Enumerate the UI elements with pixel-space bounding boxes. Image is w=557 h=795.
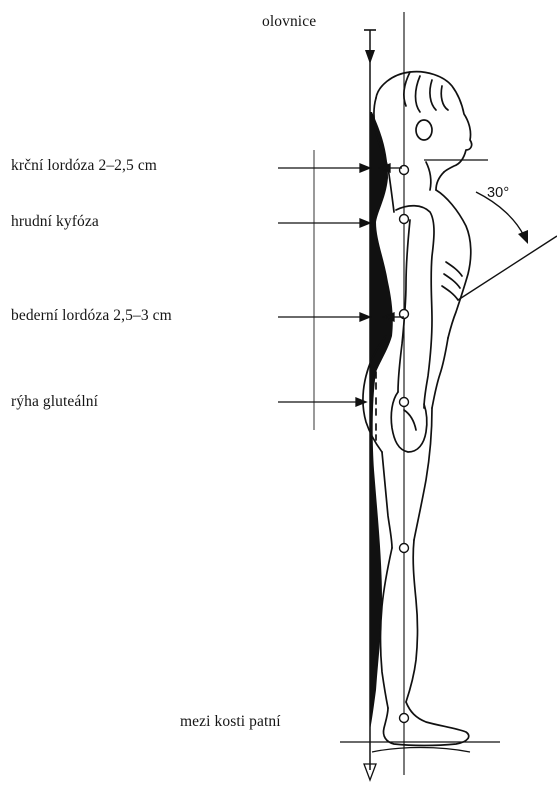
between-heels-label: mezi kosti patní <box>180 713 281 731</box>
angle-arrow-icon <box>518 230 528 244</box>
thoracic-kyphosis-label: hrudní kyfóza <box>11 213 99 231</box>
spine-curve-shading <box>370 112 393 730</box>
marker-hip <box>400 398 409 407</box>
marker-knee <box>400 544 409 553</box>
cervical-lordosis-label: krční lordóza 2–2,5 cm <box>11 157 157 175</box>
marker-ankle <box>400 714 409 723</box>
pelvic-angle-label: 30° <box>487 184 509 202</box>
pelvic-angle-indicator <box>458 192 557 300</box>
ground-lines <box>340 742 500 752</box>
plumb-bob-arrow-icon <box>365 50 375 64</box>
marker-thoracic <box>400 215 409 224</box>
marker-cervical <box>400 166 409 175</box>
plumb-line-label: olovnice <box>262 13 316 31</box>
gluteal-fold-label: rýha gluteální <box>11 393 98 411</box>
lumbar-lordosis-label: bederní lordóza 2,5–3 cm <box>11 307 172 325</box>
